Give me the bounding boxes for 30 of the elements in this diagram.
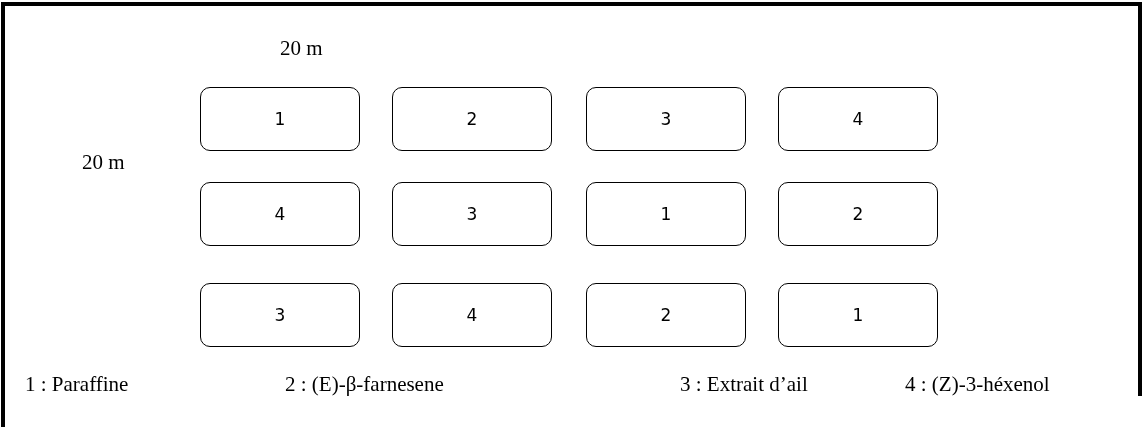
legend-text: 3 : Extrait d’ail xyxy=(680,372,808,397)
plot-number: 1 xyxy=(660,204,672,224)
legend-text: 1 : Paraffine xyxy=(25,372,129,397)
plot-number: 3 xyxy=(466,204,478,224)
plot-box xyxy=(778,182,938,246)
dimension-label: 20 m xyxy=(280,36,323,61)
plot-box xyxy=(586,182,746,246)
plot-box xyxy=(392,283,552,347)
plot-number: 2 xyxy=(466,109,478,129)
plot-box xyxy=(200,182,360,246)
plot-box xyxy=(200,87,360,151)
plot-number: 3 xyxy=(660,109,672,129)
plot-number: 4 xyxy=(852,109,864,129)
plot-box xyxy=(586,283,746,347)
plot-number: 2 xyxy=(852,204,864,224)
plot-number: 4 xyxy=(466,305,478,325)
dimension-label: 20 m xyxy=(82,150,125,175)
plot-box xyxy=(200,283,360,347)
plot-number: 3 xyxy=(274,305,286,325)
plot-box xyxy=(392,182,552,246)
plot-box xyxy=(778,87,938,151)
legend-text: 4 : (Z)-3-héxenol xyxy=(905,372,1050,397)
plot-number: 4 xyxy=(274,204,286,224)
plot-box xyxy=(778,283,938,347)
plot-box xyxy=(392,87,552,151)
plot-number: 2 xyxy=(660,305,672,325)
plot-number: 1 xyxy=(852,305,864,325)
plot-number: 1 xyxy=(274,109,286,129)
plot-box xyxy=(586,87,746,151)
legend-text: 2 : (E)-β-farnesene xyxy=(285,372,444,397)
